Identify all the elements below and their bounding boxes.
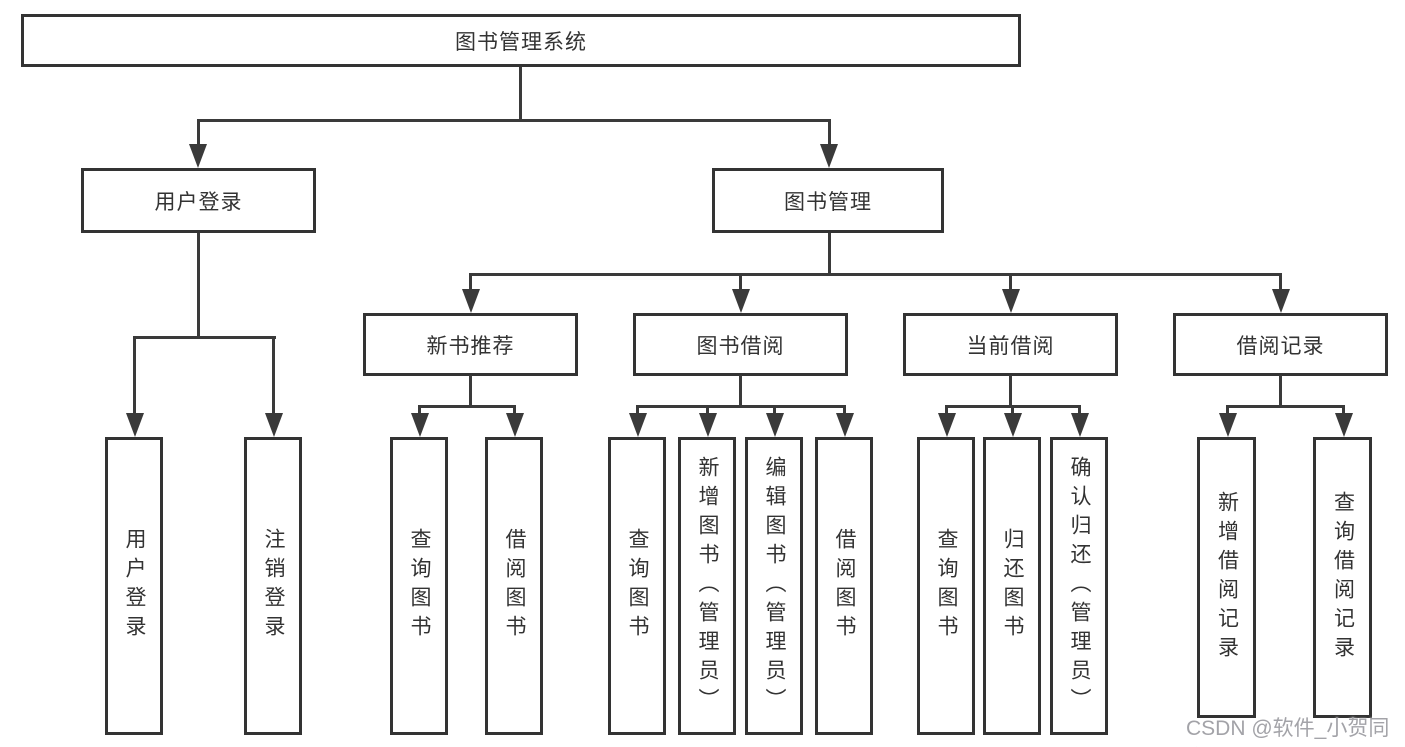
connector-mgmt-drop-3 — [1009, 273, 1012, 293]
arrow-down-icon — [699, 413, 717, 437]
arrow-down-icon — [1071, 413, 1089, 437]
leaf-borrow-books-recommend: 借阅图书 — [485, 437, 543, 735]
arrow-down-icon — [265, 413, 283, 437]
node-book-management: 图书管理 — [712, 168, 944, 233]
leaf-query-books-current: 查询图书 — [917, 437, 975, 735]
node-borrow-records: 借阅记录 — [1173, 313, 1388, 376]
connector-g2-stem — [739, 375, 742, 408]
arrow-down-icon — [1335, 413, 1353, 437]
leaf-logout: 注销登录 — [244, 437, 302, 735]
arrow-down-icon — [820, 144, 838, 168]
leaf-add-borrow-record: 新增借阅记录 — [1197, 437, 1256, 718]
arrow-down-icon — [732, 289, 750, 313]
arrow-down-icon — [462, 289, 480, 313]
leaf-query-books-recommend: 查询图书 — [390, 437, 448, 735]
connector-root-hbar — [197, 119, 831, 122]
leaf-edit-book-admin: 编辑图书（管理员） — [745, 437, 803, 735]
connector-g4-stem — [1279, 375, 1282, 408]
connector-mgmt-drop-4 — [1279, 273, 1282, 293]
arrow-down-icon — [1219, 413, 1237, 437]
arrow-down-icon — [1002, 289, 1020, 313]
connector-g3-drop-2 — [1011, 405, 1014, 417]
connector-g2-hbar — [636, 405, 846, 408]
connector-g4-hbar — [1226, 405, 1344, 408]
connector-mgmt-drop-1 — [469, 273, 472, 293]
arrow-down-icon — [126, 413, 144, 437]
node-book-borrow: 图书借阅 — [633, 313, 848, 376]
arrow-down-icon — [836, 413, 854, 437]
connector-g2-drop-4 — [843, 405, 846, 417]
connector-g3-stem — [1009, 375, 1012, 408]
connector-g4-drop-1 — [1226, 405, 1229, 417]
arrow-down-icon — [938, 413, 956, 437]
connector-g1-hbar — [418, 405, 516, 408]
connector-g1-drop-2 — [513, 405, 516, 417]
connector-mgmt-stem — [828, 233, 831, 275]
node-new-book-recommend: 新书推荐 — [363, 313, 578, 376]
leaf-query-borrow-record: 查询借阅记录 — [1313, 437, 1372, 718]
connector-root-drop-left — [197, 119, 200, 147]
leaf-borrow-books: 借阅图书 — [815, 437, 873, 735]
connector-root-drop-right — [828, 119, 831, 147]
leaf-user-login: 用户登录 — [105, 437, 163, 735]
arrow-down-icon — [189, 144, 207, 168]
arrow-down-icon — [766, 413, 784, 437]
node-user-login-branch: 用户登录 — [81, 168, 316, 233]
leaf-confirm-return-admin: 确认归还（管理员） — [1050, 437, 1108, 735]
connector-mgmt-hbar — [469, 273, 1282, 276]
watermark: CSDN @软件_小贺同学 — [1186, 717, 1390, 740]
connector-login-stem — [197, 233, 200, 338]
connector-login-drop-1 — [133, 336, 136, 419]
connector-g4-drop-2 — [1342, 405, 1345, 417]
connector-g3-drop-1 — [945, 405, 948, 417]
connector-g1-drop-1 — [418, 405, 421, 417]
connector-login-hbar — [133, 336, 276, 339]
node-root: 图书管理系统 — [21, 14, 1021, 67]
connector-login-drop-2 — [272, 336, 275, 419]
leaf-query-books-borrow: 查询图书 — [608, 437, 666, 735]
connector-g2-drop-3 — [773, 405, 776, 417]
connector-root-stem — [519, 67, 522, 121]
arrow-down-icon — [506, 413, 524, 437]
arrow-down-icon — [1272, 289, 1290, 313]
connector-g3-drop-3 — [1078, 405, 1081, 417]
arrow-down-icon — [1004, 413, 1022, 437]
arrow-down-icon — [629, 413, 647, 437]
arrow-down-icon — [411, 413, 429, 437]
connector-g2-drop-1 — [636, 405, 639, 417]
connector-mgmt-drop-2 — [739, 273, 742, 293]
node-current-borrow: 当前借阅 — [903, 313, 1118, 376]
leaf-return-books: 归还图书 — [983, 437, 1041, 735]
connector-g2-drop-2 — [706, 405, 709, 417]
connector-g1-stem — [469, 375, 472, 408]
leaf-add-book-admin: 新增图书（管理员） — [678, 437, 736, 735]
